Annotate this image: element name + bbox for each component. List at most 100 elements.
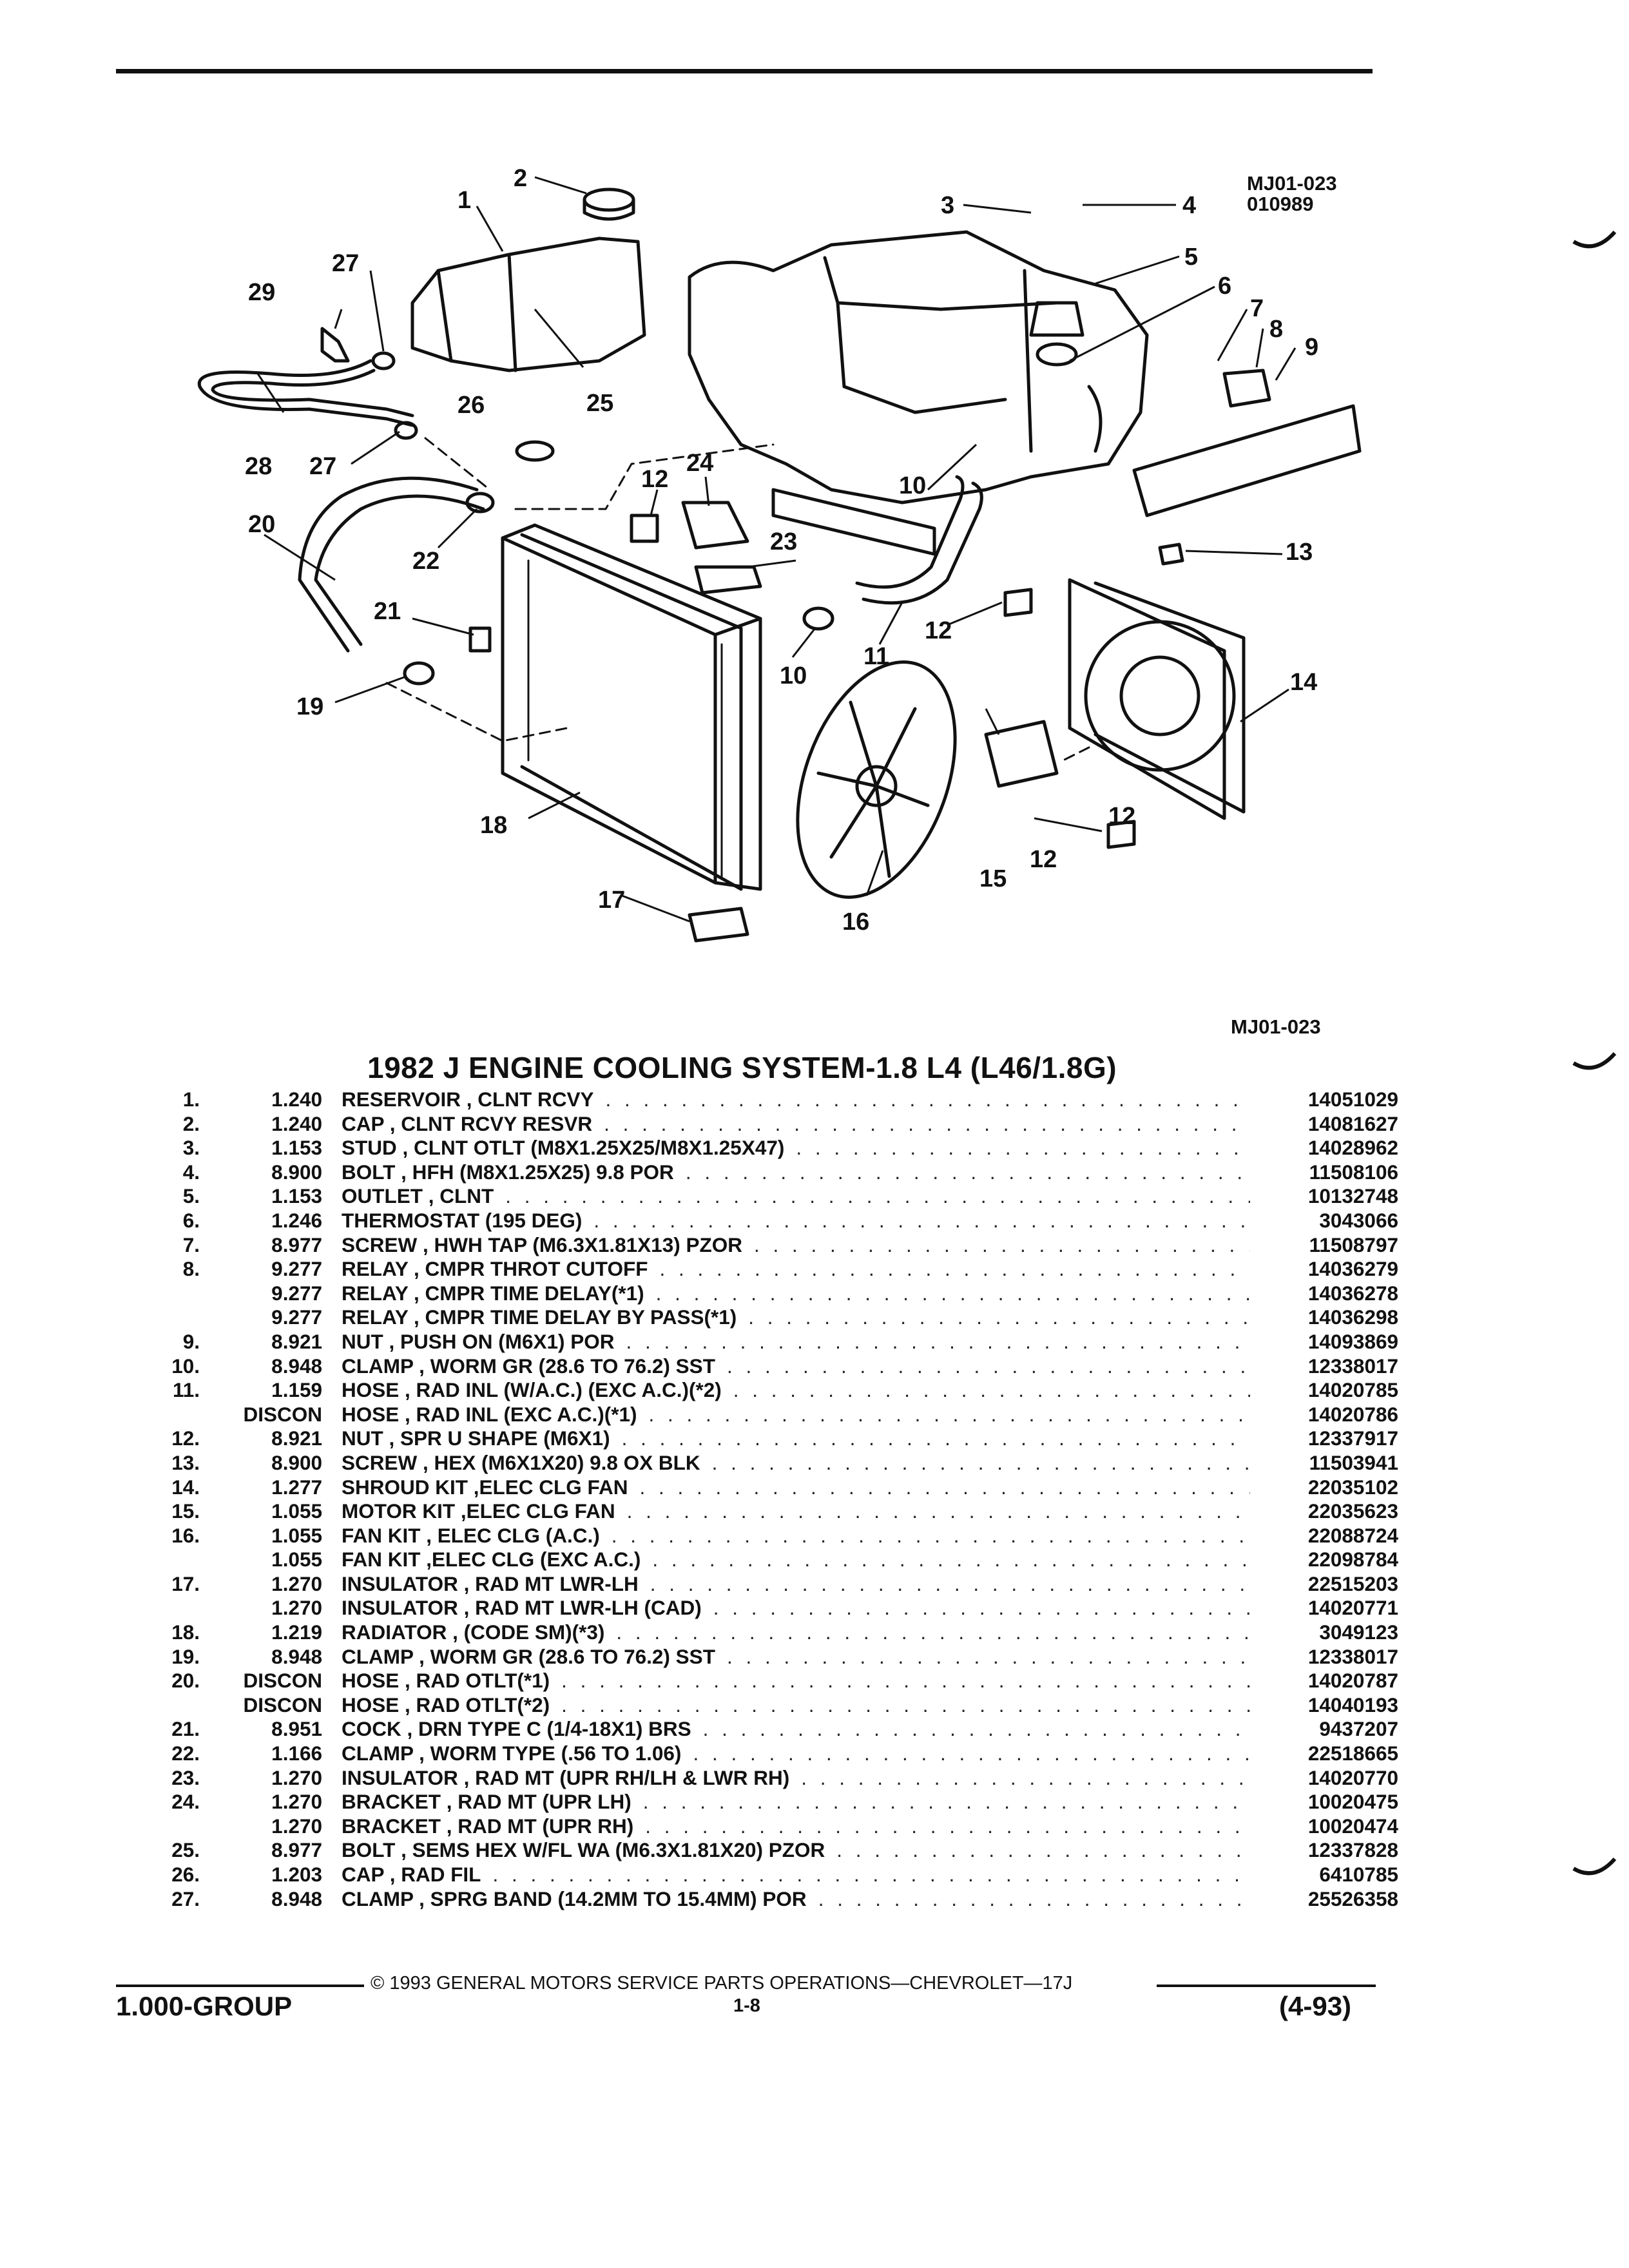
- part-description-text: INSULATOR , RAD MT LWR-LH: [342, 1571, 639, 1595]
- insulator: [688, 907, 749, 943]
- part-ref: 17.: [171, 1571, 200, 1595]
- part-description-text: SCREW , HEX (M6X1X20) 9.8 OX BLK: [342, 1450, 700, 1474]
- footer-rule-left: [116, 1984, 364, 1987]
- part-code: DISCON: [243, 1669, 322, 1693]
- screw: [1158, 543, 1184, 566]
- part-description-text: INSULATOR , RAD MT LWR-LH (CAD): [342, 1596, 702, 1620]
- part-code: DISCON: [243, 1693, 322, 1716]
- part-description: STUD , CLNT OTLT (M8X1.25X25/M8X1.25X47)…: [342, 1136, 1250, 1160]
- clamp: [802, 606, 834, 631]
- part-code: 1.270: [271, 1596, 322, 1620]
- part-description: INSULATOR , RAD MT LWR-LH (CAD) . . . . .…: [342, 1596, 1250, 1620]
- part-description: CLAMP , WORM TYPE (.56 TO 1.06). . . . .…: [342, 1742, 1250, 1765]
- leader-dots: . . . . . . . . . . . . . . . . . . . . …: [652, 1548, 1250, 1571]
- part-code: 8.948: [271, 1354, 322, 1378]
- part-description-text: BOLT , SEMS HEX W/FL WA (M6.3X1.81X20) P…: [342, 1838, 825, 1862]
- page-number: 1-8: [733, 1995, 760, 2016]
- radiator-inlet-hose: [862, 481, 983, 605]
- part-ref: 8.: [182, 1257, 200, 1281]
- part-code: 8.948: [271, 1644, 322, 1668]
- outlet: [1029, 301, 1084, 337]
- callout-28: 28: [245, 453, 273, 480]
- part-ref: 14.: [171, 1475, 200, 1499]
- part-ref: 25.: [171, 1838, 200, 1862]
- relay: [1222, 369, 1271, 408]
- callout-13: 13: [1286, 539, 1313, 566]
- leader-dots: . . . . . . . . . . . . . . . . . . . . …: [711, 1450, 1250, 1474]
- callout-10b: 10: [780, 662, 807, 689]
- part-description-text: COCK , DRN TYPE C (1/4-18X1) BRS: [342, 1717, 691, 1741]
- part-ref: 5.: [182, 1184, 200, 1208]
- overflow-hose: [197, 359, 414, 427]
- part-number: 22035623: [1307, 1499, 1398, 1523]
- part-description: INSULATOR , RAD MT (UPR RH/LH & LWR RH).…: [342, 1766, 1250, 1790]
- part-description: RESERVOIR , CLNT RCVY. . . . . . . . . .…: [342, 1088, 1250, 1111]
- callout-6: 6: [1218, 273, 1232, 300]
- leader-dots: . . . . . . . . . . . . . . . . . . . . …: [626, 1499, 1250, 1523]
- part-description: CLAMP , SPRG BAND (14.2MM TO 15.4MM) POR…: [342, 1887, 1250, 1911]
- part-description-text: CLAMP , WORM GR (28.6 TO 76.2) SST: [342, 1644, 715, 1668]
- part-description: HOSE , RAD INL (EXC A.C.)(*1). . . . . .…: [342, 1403, 1250, 1427]
- part-code: 8.900: [271, 1450, 322, 1474]
- clamp: [403, 661, 435, 686]
- part-description-text: RESERVOIR , CLNT RCVY: [342, 1088, 594, 1111]
- callout-12a: 12: [641, 466, 669, 493]
- part-description: FAN KIT ,ELEC CLG (EXC A.C.). . . . . . …: [342, 1548, 1250, 1571]
- part-number: 14028962: [1307, 1136, 1398, 1160]
- part-number: 14020770: [1307, 1765, 1398, 1789]
- leader-dots: . . . . . . . . . . . . . . . . . . . . …: [726, 1644, 1250, 1668]
- part-description-text: FAN KIT , ELEC CLG (A.C.): [342, 1523, 600, 1547]
- engine-block: [688, 230, 1149, 556]
- cooling-system-diagram: [197, 176, 1362, 943]
- part-description: NUT , SPR U SHAPE (M6X1). . . . . . . . …: [342, 1427, 1250, 1450]
- leader-dots: . . . . . . . . . . . . . . . . . . . . …: [645, 1814, 1250, 1838]
- part-description: SHROUD KIT ,ELEC CLG FAN. . . . . . . . …: [342, 1475, 1250, 1499]
- leader-dots: . . . . . . . . . . . . . . . . . . . . …: [642, 1790, 1250, 1814]
- part-number: 10132748: [1307, 1184, 1398, 1208]
- part-description: NUT , PUSH ON (M6X1) POR. . . . . . . . …: [342, 1330, 1250, 1354]
- part-number: 14036298: [1307, 1305, 1398, 1329]
- part-ref: 4.: [182, 1160, 200, 1184]
- leader-dots: . . . . . . . . . . . . . . . . . . . . …: [685, 1160, 1250, 1184]
- part-code: 8.900: [271, 1160, 322, 1184]
- callout-4: 4: [1182, 192, 1197, 219]
- leader-dots: . . . . . . . . . . . . . . . . . . . . …: [611, 1523, 1250, 1547]
- callout-7: 7: [1250, 295, 1264, 322]
- part-ref: 6.: [182, 1208, 200, 1232]
- part-description: RELAY , CMPR TIME DELAY BY PASS(*1). . .…: [342, 1305, 1250, 1329]
- part-description-text: HOSE , RAD OTLT(*2): [342, 1693, 550, 1716]
- callout-3: 3: [941, 192, 955, 219]
- part-code: 9.277: [271, 1257, 322, 1281]
- part-number: 14081627: [1307, 1111, 1398, 1135]
- clamp: [371, 351, 396, 370]
- part-code: 1.246: [271, 1208, 322, 1232]
- part-description: FAN KIT , ELEC CLG (A.C.) . . . . . . . .…: [342, 1524, 1250, 1548]
- drain-cock: [468, 626, 492, 653]
- part-ref: 2.: [182, 1111, 200, 1135]
- leader-dots: . . . . . . . . . . . . . . . . . . . . …: [796, 1136, 1250, 1160]
- part-description-text: HOSE , RAD INL (EXC A.C.)(*1): [342, 1402, 637, 1426]
- part-number: 14036278: [1307, 1281, 1398, 1305]
- part-code: 1.055: [271, 1499, 322, 1523]
- leader-dots: . . . . . . . . . . . . . . . . . . . . …: [713, 1596, 1250, 1620]
- part-ref: 11.: [172, 1378, 200, 1402]
- part-code: 1.153: [271, 1184, 322, 1208]
- part-description: BOLT , SEMS HEX W/FL WA (M6.3X1.81X20) P…: [342, 1838, 1250, 1862]
- reservoir: [410, 236, 646, 372]
- edge-mark: [1572, 230, 1617, 249]
- diagram-ref-code-bottom: MJ01-023: [1231, 1015, 1321, 1038]
- edge-mark: [1572, 1052, 1617, 1070]
- callout-20: 20: [248, 511, 276, 538]
- part-description: THERMOSTAT (195 DEG). . . . . . . . . . …: [342, 1209, 1250, 1233]
- callout-11: 11: [863, 643, 890, 670]
